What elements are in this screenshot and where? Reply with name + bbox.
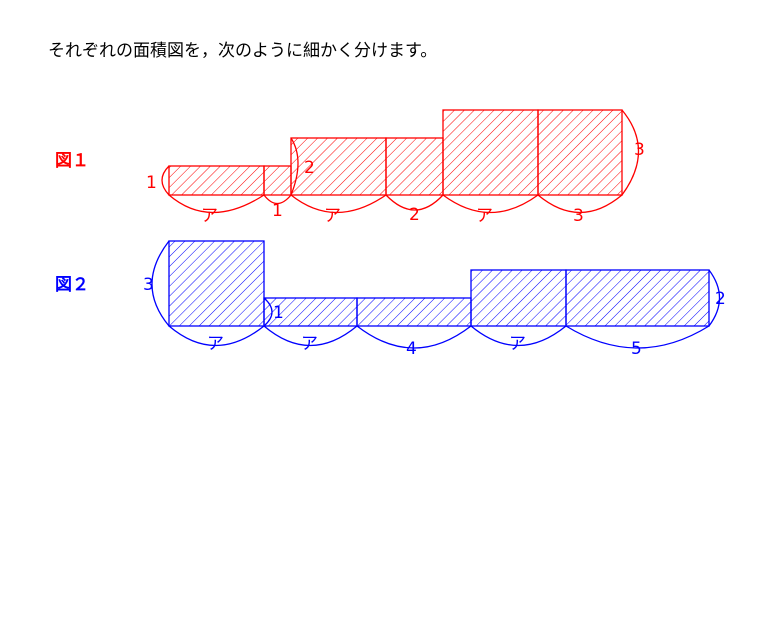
figure1-label: 図１ xyxy=(55,151,89,171)
fig2-rect-5 xyxy=(565,269,710,327)
fig1-rect-1 xyxy=(263,165,292,196)
fig1-step-height: 2 xyxy=(304,158,315,178)
fig1-right-height: 3 xyxy=(634,140,645,160)
figure2-label: 図２ xyxy=(55,275,89,295)
fig1-rect-a3 xyxy=(442,109,539,196)
fig1-bottom-label: ア xyxy=(201,206,218,226)
fig1-braces xyxy=(161,109,640,214)
fig1-rect-3 xyxy=(537,109,623,196)
fig1-rect-a1 xyxy=(168,165,265,196)
fig2-bottom-label: ア xyxy=(207,334,224,354)
fig2-right-height: 2 xyxy=(715,289,726,309)
fig2-step-height: 1 xyxy=(273,303,284,323)
fig2-braces xyxy=(151,240,721,349)
fig1-bottom-label: ア xyxy=(324,206,341,226)
fig1-rect-2 xyxy=(385,137,444,196)
fig1-bottom-label: 1 xyxy=(272,201,283,221)
fig1-labels: 1 2 3 ア 1 ア 2 ア 3 xyxy=(146,140,645,226)
fig2-rect-a3 xyxy=(470,269,567,327)
figure1-diagram xyxy=(161,109,640,214)
fig2-bottom-label: ア xyxy=(301,334,318,354)
fig2-bottom-label: 4 xyxy=(406,339,417,359)
fig1-rect-a2 xyxy=(290,137,387,196)
fig2-left-height: 3 xyxy=(143,275,154,295)
instruction-text: それぞれの面積図を，次のように細かく分けます。 xyxy=(48,41,438,61)
fig2-bottom-label: ア xyxy=(509,334,526,354)
fig2-labels: 3 1 2 ア ア 4 ア 5 xyxy=(143,275,726,359)
fig1-bottom-label: 3 xyxy=(573,206,584,226)
figure2-diagram xyxy=(151,240,721,349)
fig2-bottom-label: 5 xyxy=(631,339,642,359)
fig2-rect-a1 xyxy=(168,240,265,327)
fig1-bottom-label: 2 xyxy=(409,205,420,225)
fig2-rect-4 xyxy=(356,297,472,327)
fig1-bottom-label: ア xyxy=(476,206,493,226)
fig1-left-height: 1 xyxy=(146,173,157,193)
